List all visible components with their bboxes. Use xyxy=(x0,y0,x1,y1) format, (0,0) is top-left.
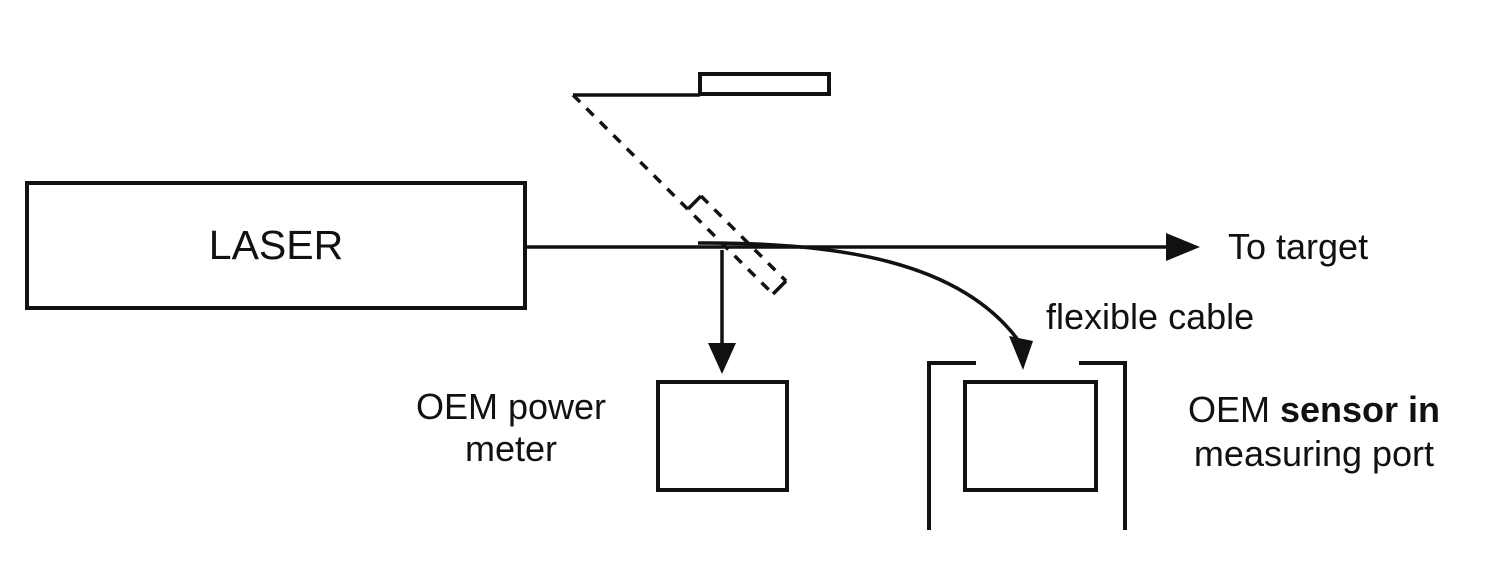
sampled-beam-arrowhead xyxy=(708,343,736,374)
flexible-cable-path xyxy=(697,241,1020,342)
flexible-cable-label: flexible cable xyxy=(1046,296,1255,337)
power-meter-box xyxy=(656,380,789,492)
power-meter-label-line2: meter xyxy=(464,428,558,469)
measuring-port-right-bracket xyxy=(1079,361,1127,530)
measuring-port-left-bracket xyxy=(927,361,976,530)
sensor-box xyxy=(963,380,1098,492)
beamsplitter-dashed-cap-bottom xyxy=(771,279,788,296)
beamsplitter-dashed-edge-short xyxy=(699,194,788,283)
main-beam-arrowhead xyxy=(1166,233,1200,261)
laser-box xyxy=(25,181,527,310)
laser-label: LASER xyxy=(208,222,344,268)
flexible-cable-arrowhead xyxy=(1009,336,1033,370)
sensor-label-line1-prefix: OEM xyxy=(1187,389,1280,430)
sensor-label-line2: measuring port xyxy=(1193,433,1435,474)
beamsplitter-dashed-edge-long xyxy=(571,93,775,296)
beamsplitter-dashed-cap-top xyxy=(686,194,703,211)
power-meter-label: OEM power meter xyxy=(416,386,606,470)
to-target-label: To target xyxy=(1228,226,1369,267)
rail-block xyxy=(698,72,831,96)
sensor-label: OEM sensor in measuring port xyxy=(1188,388,1440,476)
sensor-label-line1: OEM sensor in xyxy=(1188,388,1440,432)
sensor-label-line1-emphasis: sensor in xyxy=(1279,389,1441,430)
power-meter-label-line1: OEM power xyxy=(415,386,607,427)
